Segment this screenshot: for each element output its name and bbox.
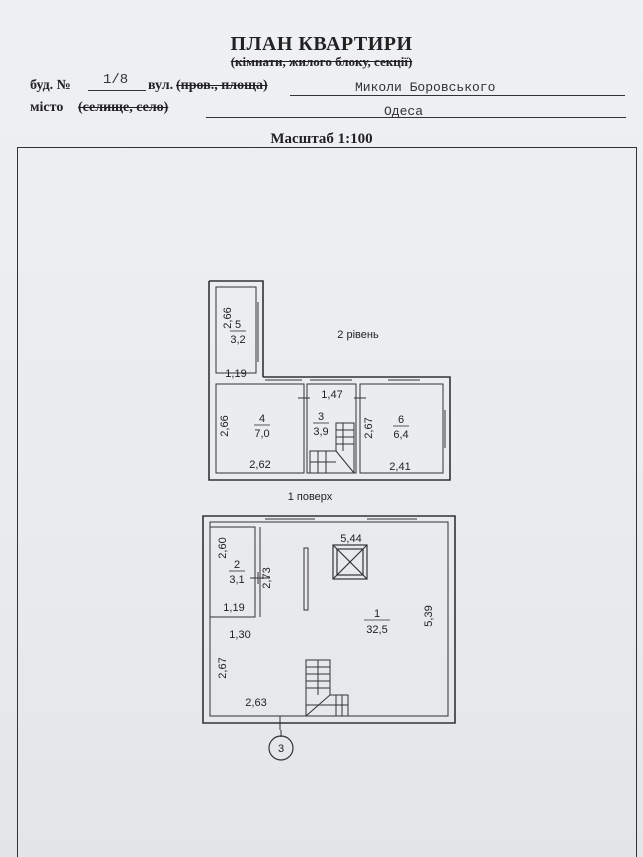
city-value: Одеса bbox=[384, 104, 424, 119]
room1-dim-top: 5,44 bbox=[340, 533, 361, 545]
room4-area: 7,0 bbox=[254, 428, 269, 440]
room2-dim-v: 2,60 bbox=[217, 537, 229, 558]
city-struck-options: (селище, село) bbox=[78, 100, 169, 115]
building-number-value: 1/8 bbox=[103, 72, 129, 88]
level1-label: 1 поверх bbox=[288, 491, 333, 503]
document-title: ПЛАН КВАРТИРИ bbox=[230, 33, 413, 55]
room1-area: 32,5 bbox=[366, 624, 387, 636]
room1-number: 1 bbox=[374, 608, 380, 620]
entrance-marker-circle bbox=[268, 735, 294, 761]
room5-dim-v: 2,66 bbox=[222, 307, 234, 328]
room4-dim-v: 2,66 bbox=[219, 415, 231, 436]
room2-dim-h: 1,19 bbox=[223, 602, 244, 614]
entrance-marker-label: 3 bbox=[278, 743, 284, 755]
street-line bbox=[290, 95, 625, 96]
room2-dim-v2: 2,73 bbox=[261, 567, 273, 588]
room5-area: 3,2 bbox=[230, 334, 245, 346]
room1-dim-h1: 1,30 bbox=[229, 629, 250, 641]
street-value: Миколи Боровського bbox=[355, 80, 496, 95]
room4-dim-h: 2,62 bbox=[249, 459, 270, 471]
building-number-line bbox=[88, 90, 146, 91]
city-label: місто bbox=[30, 100, 64, 115]
room6-dim-h: 2,41 bbox=[389, 461, 410, 473]
room2-area: 3,1 bbox=[229, 574, 244, 586]
column-element bbox=[303, 547, 309, 611]
level2-walls bbox=[208, 280, 451, 481]
room1-dim-bottom: 2,63 bbox=[245, 697, 266, 709]
room6-area: 6,4 bbox=[393, 429, 408, 441]
city-line bbox=[206, 117, 626, 118]
room2-number: 2 bbox=[234, 559, 240, 571]
scale-label: Масштаб 1:100 bbox=[270, 131, 373, 147]
level1-walls bbox=[202, 515, 456, 724]
room6-dim-v: 2,67 bbox=[363, 417, 375, 438]
building-number-label: буд. № bbox=[30, 78, 71, 93]
room5-dim-h: 1,19 bbox=[225, 368, 246, 380]
room1-dim-right: 5,39 bbox=[423, 605, 435, 626]
room5-number: 5 bbox=[235, 319, 241, 331]
document-subtitle: (кімнати, жилого блоку, секції) bbox=[230, 54, 413, 69]
level2-label: 2 рівень bbox=[337, 329, 379, 341]
level1-stairs bbox=[305, 659, 349, 717]
skylight-icon bbox=[332, 544, 368, 580]
drawing-frame bbox=[17, 147, 637, 857]
level2-door-ticks bbox=[298, 392, 366, 404]
street-struck-options: (пров., площа) bbox=[176, 78, 268, 93]
street-label: вул. bbox=[148, 78, 174, 93]
room1-dim-v3: 2,67 bbox=[217, 657, 229, 678]
room3-dim-h: 1,47 bbox=[321, 389, 342, 401]
room6-number: 6 bbox=[398, 414, 404, 426]
room3-number: 3 bbox=[318, 411, 324, 423]
room3-area: 3,9 bbox=[313, 426, 328, 438]
room4-number: 4 bbox=[259, 413, 265, 425]
level2-stairs bbox=[309, 422, 355, 474]
level1-door-ticks bbox=[250, 572, 281, 730]
